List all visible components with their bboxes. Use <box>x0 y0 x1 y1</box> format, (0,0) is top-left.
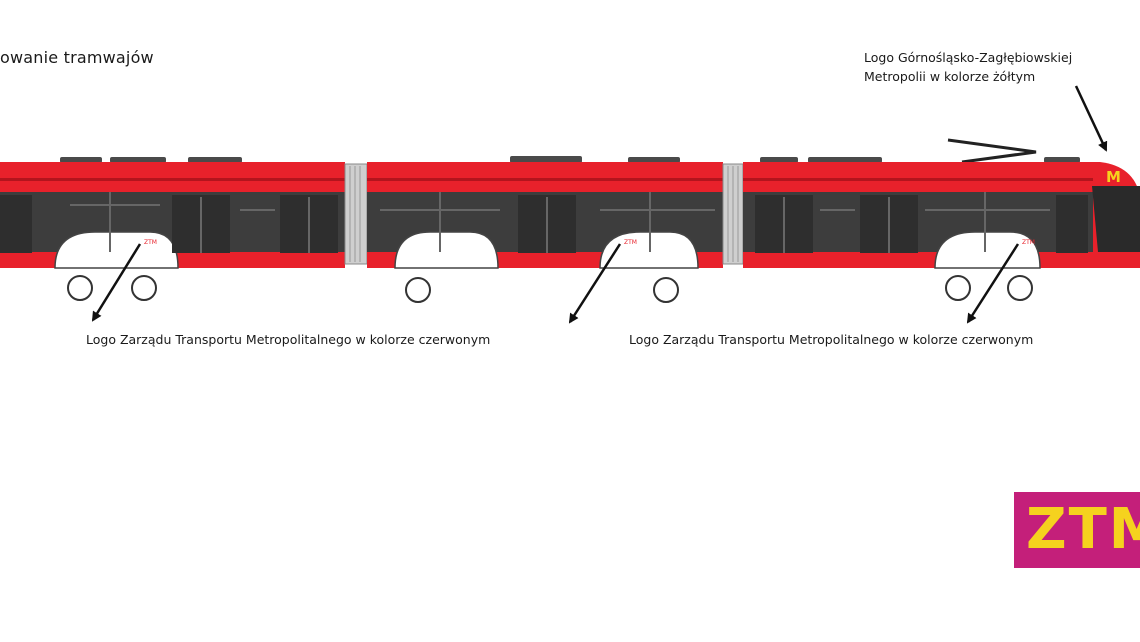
articulation-1 <box>344 163 368 265</box>
gzm-logo-callout: Logo Górnośląsko-Zagłębiowskiej Metropol… <box>864 48 1072 86</box>
arrow-ztm-2 <box>568 243 622 324</box>
tram-car-1 <box>0 162 345 301</box>
ztm-side-logo-2: ZTM <box>624 239 637 246</box>
tram-car-2 <box>367 162 723 303</box>
arrow-ztm-1 <box>91 243 142 322</box>
gzm-callout-line-1: Logo Górnośląsko-Zagłębiowskiej <box>864 50 1073 65</box>
ztm-corner-logo: ZTM <box>1014 492 1140 568</box>
ztm-side-logo-1: ZTM <box>144 239 157 246</box>
arrow-ztm-3 <box>966 243 1020 324</box>
arrow-gzm <box>1074 85 1108 152</box>
gzm-logo-badge: M <box>1106 168 1121 186</box>
ztm-side-logo-3: ZTM <box>1022 239 1035 246</box>
ztm-corner-logo-text: ZTM <box>1026 497 1140 562</box>
callout-arrows <box>91 85 1108 324</box>
tram-car-3-cab <box>743 162 1140 301</box>
roof-equipment <box>60 156 1080 163</box>
gzm-callout-line-2: Metropolii w kolorze żółtym <box>864 69 1036 84</box>
pantograph <box>947 138 1037 164</box>
ztm-logo-callout-right: Logo Zarządu Transportu Metropolitalnego… <box>629 332 1034 347</box>
articulation-2 <box>722 163 744 265</box>
page-title: owanie tramwajów <box>0 48 154 67</box>
ztm-logo-callout-left: Logo Zarządu Transportu Metropolitalnego… <box>86 332 491 347</box>
